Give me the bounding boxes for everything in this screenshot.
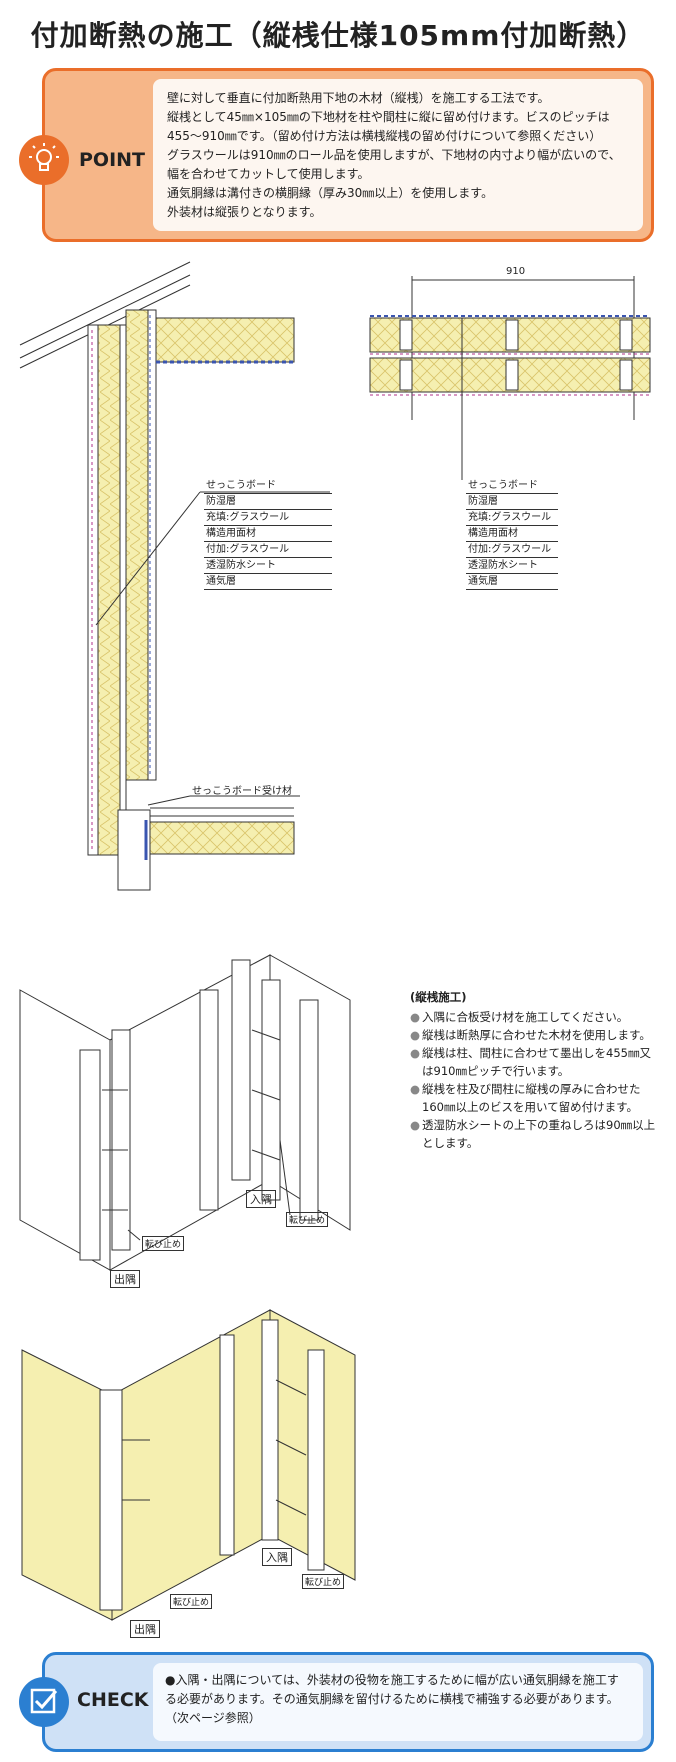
twist-stop-label: 転び止め — [286, 1212, 329, 1227]
point-label: POINT — [79, 149, 146, 171]
plan-dimension: 910 — [506, 266, 526, 277]
legend-item: 透湿防水シート — [466, 558, 558, 574]
legend-item: 付加:グラスウール — [204, 542, 332, 558]
legend-item: 通気層 — [466, 574, 558, 590]
point-line: 幅を合わせてカットして使用します。 — [167, 167, 370, 181]
check-line: ●入隅・出隅については、外装材の役物を施工するために幅が広い通気胴縁を施工す — [165, 1673, 619, 1687]
legend-item: 充填:グラスウール — [466, 510, 558, 526]
note-item: 縦桟は断熱厚に合わせた木材を使用します。 — [410, 1026, 660, 1044]
point-line: 壁に対して垂直に付加断熱用下地の木材（縦桟）を施工する工法です。 — [167, 91, 550, 105]
point-box: POINT 壁に対して垂直に付加断熱用下地の木材（縦桟）を施工する工法です。 縦… — [19, 68, 654, 242]
notes-heading: (縦桟施工) — [410, 990, 467, 1004]
legend-item: 透湿防水シート — [204, 558, 332, 574]
legend-item: 充填:グラスウール — [204, 510, 332, 526]
legend-item: 防湿層 — [204, 494, 332, 510]
plan-legend: せっこうボード 防湿層 充填:グラスウール 構造用面材 付加:グラスウール 透湿… — [466, 478, 558, 590]
legend-item: 付加:グラスウール — [466, 542, 558, 558]
check-line: る必要があります。その通気胴縁を留付けるために横桟で補強する必要があります。 — [165, 1692, 619, 1706]
gypsum-receiver-label: せっこうボード受け材 — [192, 782, 292, 797]
inside-corner-label: 入隅 — [262, 1548, 292, 1566]
point-line: 通気胴縁は溝付きの横胴縁（厚み30㎜以上）を使用します。 — [167, 186, 494, 200]
twist-stop-label: 転び止め — [302, 1574, 345, 1589]
receiver-text: せっこうボード受け材 — [192, 786, 292, 797]
section-legend: せっこうボード 防湿層 充填:グラスウール 構造用面材 付加:グラスウール 透湿… — [204, 478, 332, 590]
legend-item: 構造用面材 — [466, 526, 558, 542]
check-line: （次ページ参照） — [165, 1711, 261, 1725]
point-line: 外装材は縦張りとなります。 — [167, 205, 322, 219]
note-item: 縦桟は柱、間柱に合わせて墨出しを455㎜又は910㎜ピッチで行います。 — [410, 1044, 660, 1080]
point-line: 455～910㎜です。（留め付け方法は横桟縦桟の留め付けについて参照ください） — [167, 129, 602, 143]
twist-stop-label: 転び止め — [170, 1594, 213, 1609]
check-text: ●入隅・出隅については、外装材の役物を施工するために幅が広い通気胴縁を施工す る… — [153, 1663, 643, 1741]
point-line: 縦桟として45㎜×105㎜の下地材を柱や間柱に縦に留め付けます。ビスのピッチは — [167, 110, 610, 124]
checkbox-icon — [19, 1677, 69, 1727]
construction-notes: (縦桟施工) 入隅に合板受け材を施工してください。 縦桟は断熱厚に合わせた木材を… — [410, 988, 660, 1152]
outside-corner-label: 出隅 — [110, 1270, 140, 1288]
page-title: 付加断熱の施工（縦桟仕様105mm付加断熱） — [30, 19, 646, 52]
note-item: 透湿防水シートの上下の重ねしろは90㎜以上とします。 — [410, 1116, 660, 1152]
note-item: 縦桟を柱及び間柱に縦桟の厚みに合わせた160㎜以上のビスを用いて留め付けます。 — [410, 1080, 660, 1116]
inside-corner-label: 入隅 — [246, 1190, 276, 1208]
legend-item: 通気層 — [204, 574, 332, 590]
legend-item: 構造用面材 — [204, 526, 332, 542]
outside-corner-label: 出隅 — [130, 1620, 160, 1638]
legend-item: せっこうボード — [204, 478, 332, 494]
legend-item: 防湿層 — [466, 494, 558, 510]
check-box: CHECK ●入隅・出隅については、外装材の役物を施工するために幅が広い通気胴縁… — [19, 1652, 654, 1752]
point-text: 壁に対して垂直に付加断熱用下地の木材（縦桟）を施工する工法です。 縦桟として45… — [153, 79, 643, 231]
point-line: グラスウールは910㎜のロール品を使用しますが、下地材の内寸より幅が広いので、 — [167, 148, 621, 162]
twist-stop-label: 転び止め — [142, 1236, 185, 1251]
legend-item: せっこうボード — [466, 478, 558, 494]
lightbulb-icon — [19, 135, 69, 185]
note-item: 入隅に合板受け材を施工してください。 — [410, 1008, 660, 1026]
check-label: CHECK — [77, 1689, 149, 1711]
